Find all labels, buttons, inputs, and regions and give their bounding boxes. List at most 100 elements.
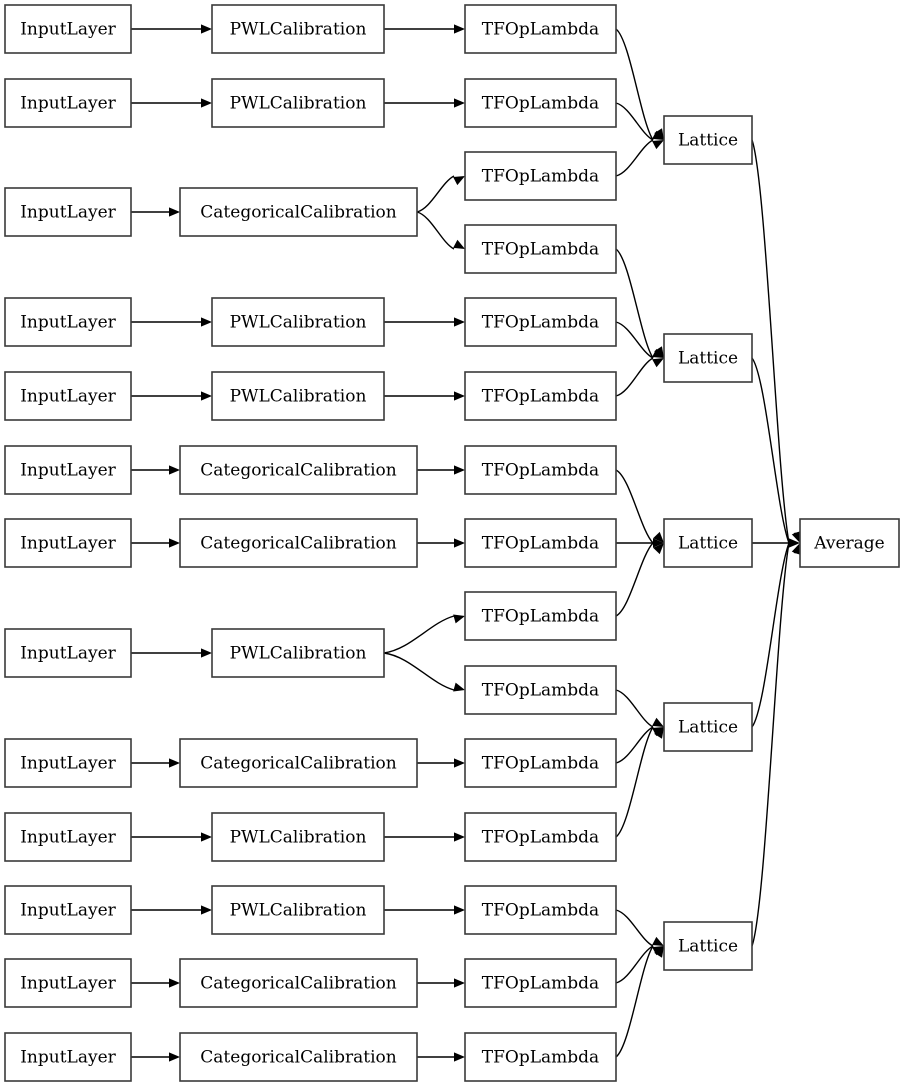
edge-arrowhead: [652, 358, 664, 368]
node-cal9[interactable]: CategoricalCalibration: [179, 738, 418, 788]
node-box-lat4[interactable]: [663, 702, 753, 752]
edge-path: [615, 102, 654, 141]
node-box-in13[interactable]: [4, 1032, 132, 1082]
node-box-in1[interactable]: [4, 4, 132, 54]
node-in11[interactable]: InputLayer: [4, 885, 132, 935]
node-op9[interactable]: TFOpLambda: [464, 591, 617, 641]
node-box-in9[interactable]: [4, 738, 132, 788]
node-box-op6[interactable]: [464, 371, 617, 421]
node-box-cal2[interactable]: [211, 78, 385, 128]
node-op5[interactable]: TFOpLambda: [464, 297, 617, 347]
node-box-cal13[interactable]: [179, 1032, 418, 1082]
node-box-cal6[interactable]: [179, 445, 418, 495]
node-box-cal9[interactable]: [179, 738, 418, 788]
node-box-op12[interactable]: [464, 812, 617, 862]
node-box-in6[interactable]: [4, 445, 132, 495]
node-box-op3[interactable]: [464, 151, 617, 201]
node-op3[interactable]: TFOpLambda: [464, 151, 617, 201]
node-box-op10[interactable]: [464, 665, 617, 715]
node-op7[interactable]: TFOpLambda: [464, 445, 617, 495]
node-box-lat2[interactable]: [663, 333, 753, 383]
node-in1[interactable]: InputLayer: [4, 4, 132, 54]
node-in6[interactable]: InputLayer: [4, 445, 132, 495]
node-box-in7[interactable]: [4, 518, 132, 568]
node-in13[interactable]: InputLayer: [4, 1032, 132, 1082]
node-box-lat3[interactable]: [663, 518, 753, 568]
node-avg[interactable]: Average: [799, 518, 900, 568]
node-box-op2[interactable]: [464, 78, 617, 128]
node-box-op5[interactable]: [464, 297, 617, 347]
node-lat4[interactable]: Lattice: [663, 702, 753, 752]
node-box-cal11[interactable]: [211, 885, 385, 935]
node-lat5[interactable]: Lattice: [663, 921, 753, 971]
node-cal7[interactable]: CategoricalCalibration: [179, 518, 418, 568]
node-in3[interactable]: InputLayer: [4, 187, 132, 237]
edge-arrowhead: [652, 140, 664, 150]
node-box-op1[interactable]: [464, 4, 617, 54]
node-box-in10[interactable]: [4, 812, 132, 862]
node-box-op13[interactable]: [464, 885, 617, 935]
node-op4[interactable]: TFOpLambda: [464, 224, 617, 274]
node-box-in12[interactable]: [4, 958, 132, 1008]
node-in9[interactable]: InputLayer: [4, 738, 132, 788]
node-box-in5[interactable]: [4, 371, 132, 421]
node-box-in3[interactable]: [4, 187, 132, 237]
node-cal11[interactable]: PWLCalibration: [211, 885, 385, 935]
node-op13[interactable]: TFOpLambda: [464, 885, 617, 935]
node-op8[interactable]: TFOpLambda: [464, 518, 617, 568]
node-box-in8[interactable]: [4, 628, 132, 678]
edge-arrowhead: [454, 905, 465, 915]
node-cal5[interactable]: PWLCalibration: [211, 371, 385, 421]
node-box-cal8[interactable]: [211, 628, 385, 678]
node-cal1[interactable]: PWLCalibration: [211, 4, 385, 54]
node-op12[interactable]: TFOpLambda: [464, 812, 617, 862]
node-op14[interactable]: TFOpLambda: [464, 958, 617, 1008]
node-box-in4[interactable]: [4, 297, 132, 347]
node-box-cal7[interactable]: [179, 518, 418, 568]
node-box-cal5[interactable]: [211, 371, 385, 421]
node-in2[interactable]: InputLayer: [4, 78, 132, 128]
node-box-cal4[interactable]: [211, 297, 385, 347]
node-op2[interactable]: TFOpLambda: [464, 78, 617, 128]
node-in10[interactable]: InputLayer: [4, 812, 132, 862]
node-cal10[interactable]: PWLCalibration: [211, 812, 385, 862]
node-op15[interactable]: TFOpLambda: [464, 1032, 617, 1082]
node-box-op7[interactable]: [464, 445, 617, 495]
edge-cal1-to-op1: [384, 24, 465, 34]
node-box-cal12[interactable]: [179, 958, 418, 1008]
node-box-op14[interactable]: [464, 958, 617, 1008]
edge-arrowhead: [201, 905, 212, 915]
node-box-op4[interactable]: [464, 224, 617, 274]
node-cal3[interactable]: CategoricalCalibration: [179, 187, 418, 237]
node-box-in2[interactable]: [4, 78, 132, 128]
node-box-lat5[interactable]: [663, 921, 753, 971]
node-cal12[interactable]: CategoricalCalibration: [179, 958, 418, 1008]
node-lat2[interactable]: Lattice: [663, 333, 753, 383]
node-op11[interactable]: TFOpLambda: [464, 738, 617, 788]
node-box-in11[interactable]: [4, 885, 132, 935]
node-cal4[interactable]: PWLCalibration: [211, 297, 385, 347]
node-lat1[interactable]: Lattice: [663, 115, 753, 165]
node-cal13[interactable]: CategoricalCalibration: [179, 1032, 418, 1082]
node-box-cal3[interactable]: [179, 187, 418, 237]
node-in7[interactable]: InputLayer: [4, 518, 132, 568]
node-cal6[interactable]: CategoricalCalibration: [179, 445, 418, 495]
node-box-op9[interactable]: [464, 591, 617, 641]
node-in8[interactable]: InputLayer: [4, 628, 132, 678]
node-op10[interactable]: TFOpLambda: [464, 665, 617, 715]
node-in5[interactable]: InputLayer: [4, 371, 132, 421]
node-box-avg[interactable]: [799, 518, 900, 568]
node-lat3[interactable]: Lattice: [663, 518, 753, 568]
node-box-op15[interactable]: [464, 1032, 617, 1082]
node-in4[interactable]: InputLayer: [4, 297, 132, 347]
node-cal8[interactable]: PWLCalibration: [211, 628, 385, 678]
node-op6[interactable]: TFOpLambda: [464, 371, 617, 421]
node-box-lat1[interactable]: [663, 115, 753, 165]
node-op1[interactable]: TFOpLambda: [464, 4, 617, 54]
node-cal2[interactable]: PWLCalibration: [211, 78, 385, 128]
node-box-cal1[interactable]: [211, 4, 385, 54]
node-box-op8[interactable]: [464, 518, 617, 568]
node-in12[interactable]: InputLayer: [4, 958, 132, 1008]
node-box-op11[interactable]: [464, 738, 617, 788]
node-box-cal10[interactable]: [211, 812, 385, 862]
